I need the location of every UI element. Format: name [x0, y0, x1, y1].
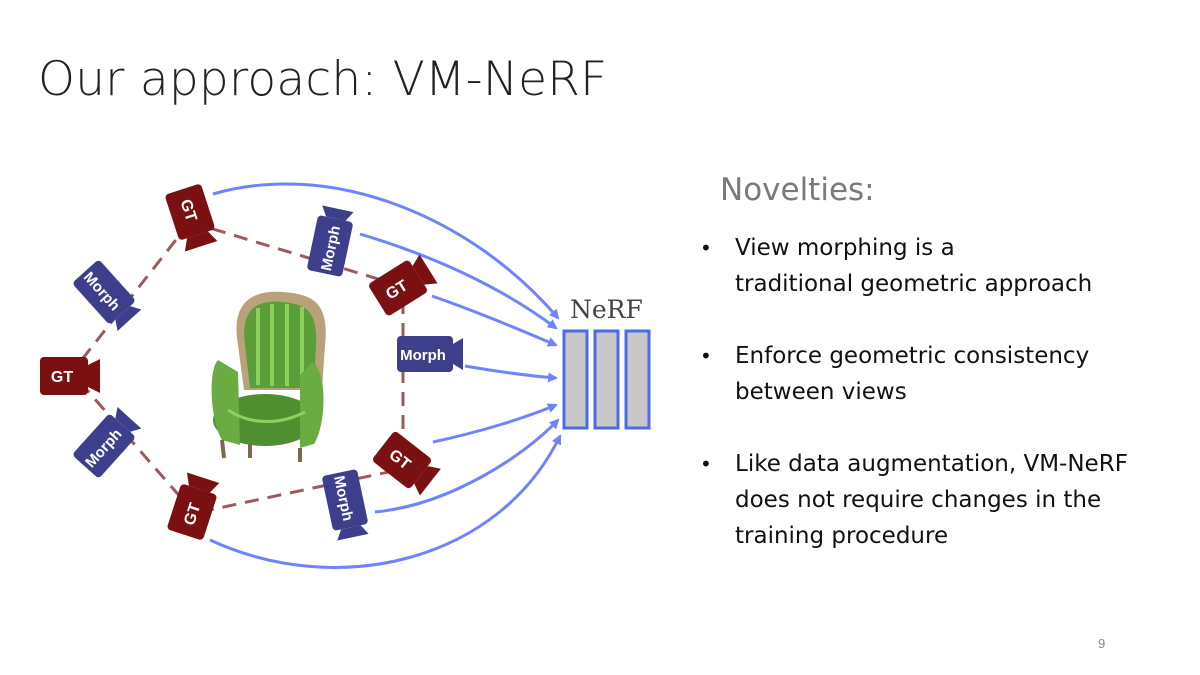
vm-nerf-diagram: NeRF GT GT GT GT GT Morph — [40, 182, 651, 569]
page-number: 9 — [1098, 636, 1106, 651]
arrow — [374, 418, 560, 514]
novelties-list: • View morphing is a traditional geometr… — [700, 230, 1180, 590]
slide-title: Our approach: VM-NeRF — [38, 52, 608, 107]
arrow — [431, 294, 558, 347]
gt-camera-mid-bottom: GT — [371, 430, 443, 498]
novelty-item: • Enforce geometric consistency between … — [700, 338, 1180, 410]
svg-text:Morph: Morph — [400, 347, 446, 364]
novelty-line: Like data augmentation, VM-NeRF — [735, 451, 1128, 477]
flow-arrows — [209, 182, 562, 569]
novelty-line: View morphing is a — [735, 235, 955, 261]
bullet-icon: • — [700, 452, 712, 476]
nerf-label: NeRF — [570, 295, 643, 324]
novelty-item: • Like data augmentation, VM-NeRF does n… — [700, 446, 1180, 554]
bullet-icon: • — [700, 236, 712, 260]
gt-camera-left: GT — [40, 357, 100, 395]
gt-camera-mid-top: GT — [367, 252, 439, 317]
dashed-links — [78, 220, 405, 514]
novelty-line: does not require changes in the — [735, 487, 1102, 513]
novelties-heading: Novelties: — [720, 172, 875, 208]
arrow — [464, 364, 558, 383]
arrow — [209, 434, 562, 569]
novelty-item: • View morphing is a traditional geometr… — [700, 230, 1180, 302]
novelty-line: training procedure — [735, 523, 949, 549]
arrow — [212, 182, 560, 320]
bullet-icon: • — [700, 344, 712, 368]
svg-text:GT: GT — [176, 197, 199, 224]
svg-text:GT: GT — [181, 501, 204, 528]
morph-camera-bottom: Morph — [321, 468, 371, 541]
morph-camera-middle: Morph — [397, 336, 463, 372]
gt-camera-bottom: GT — [166, 471, 222, 541]
arrow — [432, 403, 558, 444]
morph-camera-top: Morph — [306, 205, 356, 278]
green-armchair-icon — [211, 291, 326, 462]
novelty-line: between views — [735, 379, 907, 405]
gt-camera-top: GT — [164, 183, 220, 253]
novelty-line: traditional geometric approach — [735, 271, 1093, 297]
svg-text:GT: GT — [51, 369, 73, 386]
novelty-line: Enforce geometric consistency — [735, 343, 1090, 369]
arrow — [359, 232, 558, 330]
nerf-blocks — [562, 329, 651, 430]
